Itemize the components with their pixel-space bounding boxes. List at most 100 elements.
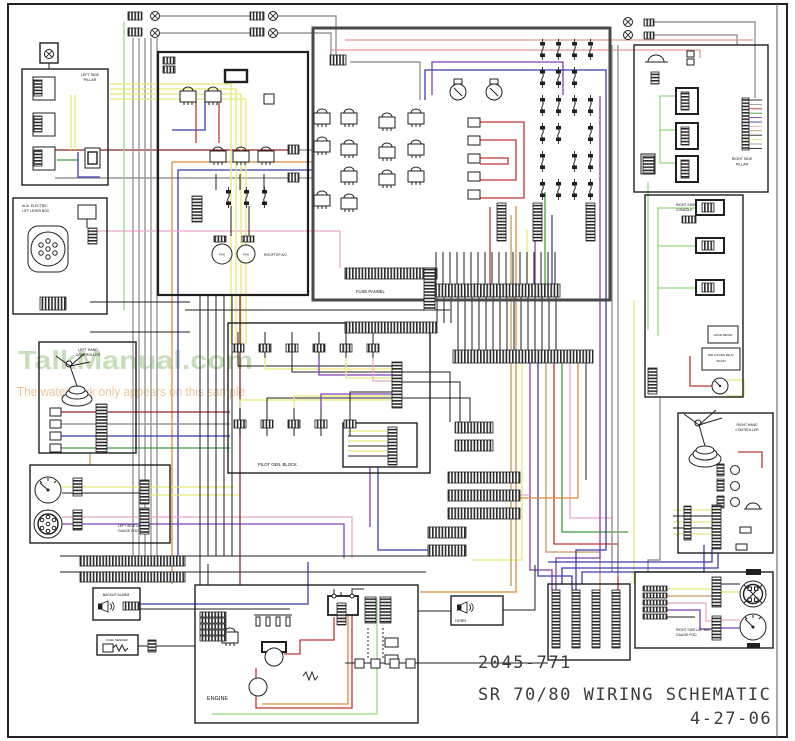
alternator	[248, 677, 268, 697]
connector-strip	[454, 439, 494, 452]
connector-strip	[551, 589, 561, 649]
lamp-icon	[623, 17, 633, 27]
connector-strip	[716, 478, 725, 492]
wire	[237, 358, 392, 367]
connector-strip	[701, 240, 715, 251]
joystick-icon	[55, 353, 93, 407]
rooftop-ac-box: ROOFTOP A/C FAN FAN	[156, 50, 310, 297]
wire	[77, 152, 100, 178]
connector-strip	[339, 343, 353, 353]
wire	[667, 609, 712, 630]
connector-strip	[233, 419, 247, 429]
controller-relay-4	[49, 443, 62, 453]
fuse-panel-box: FUSE PANNEL	[311, 26, 612, 302]
left-hand-controller-box: LEFT HAND CONTROLLER	[38, 341, 137, 454]
wire	[239, 399, 392, 408]
pilot-gen-block-box: PILOT GEN. BLOCK	[227, 322, 431, 474]
pillar-terminal-b	[686, 58, 695, 66]
svg-text:FAN: FAN	[243, 253, 249, 257]
connector-strip	[287, 419, 301, 429]
connector-strip	[680, 159, 690, 179]
wire	[262, 602, 349, 705]
wire	[278, 32, 332, 55]
left-controller-label: LEFT HAND	[78, 348, 98, 352]
wire	[278, 15, 337, 55]
connector-strip	[387, 426, 398, 466]
connector-strip	[680, 91, 690, 111]
fuel-gauge-icon	[739, 613, 767, 648]
connector-strip	[741, 97, 750, 151]
wire	[654, 21, 756, 98]
wire	[727, 379, 745, 397]
connector-strip-layer	[33, 11, 750, 653]
connector-strip	[287, 144, 300, 155]
connector-strip	[72, 477, 83, 497]
wire	[657, 207, 696, 247]
left-controller-label2: CONTROLLER	[76, 353, 101, 357]
connector-strip	[711, 504, 722, 550]
connector-strip	[249, 27, 265, 37]
connector-strip	[452, 349, 594, 364]
wire	[402, 371, 451, 422]
lamp-icon	[623, 30, 633, 40]
connector-strip	[79, 571, 186, 583]
lamp-icon	[44, 49, 54, 59]
connector-strip	[431, 283, 561, 298]
pillar-terminal-a	[686, 50, 695, 58]
top-left-junction-box	[39, 42, 59, 64]
controller-relay-2	[49, 419, 62, 429]
resistor-1	[739, 526, 752, 534]
right-console-label2: CONSOLE	[676, 208, 693, 212]
connector-strip	[680, 126, 690, 146]
wire	[97, 230, 341, 268]
console-gauge-icon	[711, 377, 729, 395]
wire	[140, 562, 309, 605]
connector-strip	[642, 585, 668, 592]
pilot-sub-connector	[342, 422, 418, 468]
connector-strip	[585, 202, 596, 242]
wire	[110, 88, 237, 344]
wire	[472, 363, 523, 561]
breaker-icon	[467, 117, 481, 128]
controller-relay-1	[49, 407, 62, 417]
left-lap-bar-label2: GAUGE POD	[118, 529, 139, 533]
connector-strip	[711, 615, 722, 641]
connector-strip	[191, 195, 203, 223]
breaker-icon	[467, 135, 481, 146]
breaker-icon	[467, 153, 481, 164]
connector-strip	[314, 419, 328, 429]
wire	[738, 451, 763, 468]
right-hand-controller-box: RIGHT HAND CONTROLLER	[677, 409, 774, 554]
lamp-icon	[150, 28, 160, 38]
backup-alarm-label: BACKUP ALARM	[103, 593, 129, 597]
wire	[172, 92, 206, 131]
wire	[177, 169, 313, 556]
aux-electric-label2: LIFT LEVER BOX	[22, 209, 50, 213]
buzzer-icon	[745, 502, 761, 510]
watermark-note: The watermark only appears on this sampl…	[17, 385, 245, 399]
aux-electric-label: AUX. ELECTRIC	[22, 204, 48, 208]
bar-locking-relay: BAR LOCKING RELAY 500-003	[701, 347, 741, 371]
wire	[561, 553, 719, 584]
connector-strip	[127, 11, 143, 21]
aux-electric-lift-lever-box: AUX. ELECTRIC LIFT LEVER BOX	[12, 197, 108, 315]
wire	[520, 363, 579, 499]
wire	[431, 61, 564, 95]
engine-sensor-1	[384, 637, 399, 648]
connector-strip	[716, 463, 725, 477]
connector-strip	[162, 65, 176, 74]
dome-light-icon	[645, 54, 668, 63]
connector-strip	[647, 367, 658, 395]
lamp-icon	[268, 28, 278, 38]
left-pillar-label: LEFT SIDE	[81, 73, 100, 77]
gauge-icon	[34, 476, 62, 504]
connector-strip	[447, 471, 521, 484]
wire	[480, 121, 525, 199]
aux-resistor	[77, 204, 97, 220]
lamp-icon	[268, 11, 278, 21]
connector-strip	[147, 639, 157, 653]
right-lap-bar-label: RIGHT SIDE LAP BAR	[676, 628, 711, 632]
key-switch-icon	[449, 78, 467, 101]
connector-strip	[241, 235, 255, 243]
title-date: 4-27-06	[690, 709, 772, 729]
